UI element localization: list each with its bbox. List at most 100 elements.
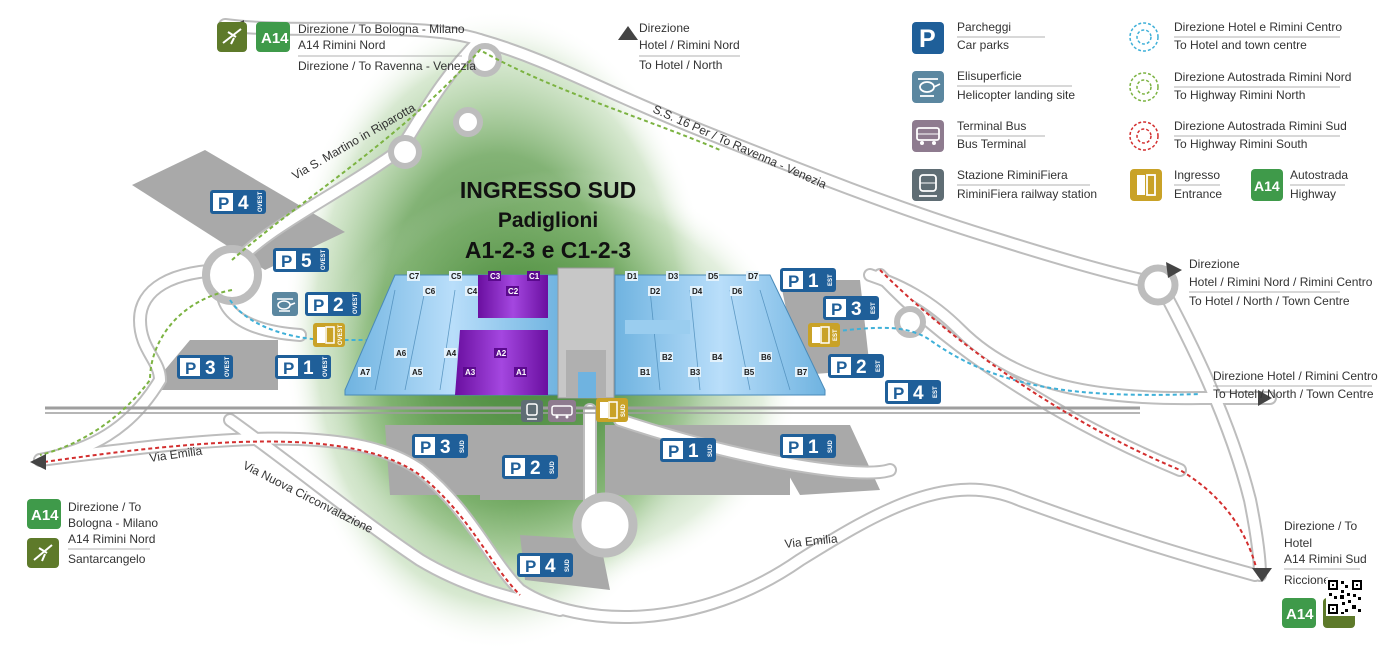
svg-text:P: P (893, 384, 904, 403)
svg-text:OVEST: OVEST (321, 249, 327, 270)
svg-text:Direzione Hotel e Rimini Centr: Direzione Hotel e Rimini Centro (1174, 20, 1342, 34)
dir-bottom-right-line3: A14 Rimini Sud (1284, 552, 1367, 566)
hall-label-d5: D5 (708, 272, 719, 281)
dir-bottom-left-line2: Bologna - Milano (68, 516, 158, 530)
arrow-bottom-right-icon (1252, 568, 1272, 582)
hall-label-d2: D2 (650, 287, 661, 296)
hall-label-c5: C5 (451, 272, 462, 281)
parking-icon (912, 22, 944, 54)
svg-text:OVEST: OVEST (338, 324, 344, 345)
legend-route-north: Direzione Autostrada Rimini Nord To High… (1129, 70, 1351, 102)
svg-text:Parcheggi: Parcheggi (957, 20, 1011, 34)
dir-bottom-left-line3: A14 Rimini Nord (68, 532, 155, 546)
legend-entrance: Ingresso Entrance (1130, 168, 1222, 201)
legend-bus: Terminal Bus Bus Terminal (912, 119, 1045, 152)
dir-bottom-right-line1: Direzione / To (1284, 519, 1357, 533)
svg-text:Highway: Highway (1290, 187, 1336, 201)
svg-text:SUD: SUD (708, 444, 714, 457)
svg-text:5: 5 (301, 251, 312, 272)
hall-label-d4: D4 (692, 287, 703, 296)
svg-text:Car parks: Car parks (957, 38, 1009, 52)
hero-line-2: Padiglioni (498, 209, 598, 232)
parking-sign-p2-est: P 2 EST (828, 354, 884, 378)
hall-east-block (614, 274, 826, 396)
svg-text:P: P (185, 359, 196, 378)
dir-right-upper-line2: Hotel / Rimini Nord / Rimini Centro (1189, 275, 1373, 289)
hall-label-a7: A7 (360, 368, 371, 377)
route-hotel-icon (1129, 22, 1159, 52)
hall-label-a5: A5 (412, 368, 423, 377)
svg-text:P: P (919, 25, 936, 53)
dir-bottom-right-line2: Hotel (1284, 536, 1312, 550)
svg-text:3: 3 (851, 299, 862, 320)
highway-icon (1251, 169, 1283, 201)
hall-label-d6: D6 (732, 287, 743, 296)
svg-text:P: P (788, 272, 799, 291)
arrow-bottom-left-icon (30, 454, 46, 470)
arrow-right-middle-icon (1258, 390, 1272, 406)
svg-text:SUD: SUD (621, 404, 627, 417)
svg-text:EST: EST (833, 329, 839, 341)
svg-text:A14: A14 (31, 507, 59, 524)
parking-sign-p3-ovest: P 3 OVEST (177, 355, 233, 379)
route-south-line (43, 269, 1259, 596)
exhibition-halls (344, 267, 826, 399)
direction-bottom-right: Direzione / To Hotel A14 Rimini Sud Ricc… (1282, 519, 1367, 628)
parking-sign-p3-sud: P 3 SUD (412, 434, 468, 458)
svg-text:Terminal Bus: Terminal Bus (957, 119, 1026, 133)
hall-label-b1: B1 (640, 368, 651, 377)
svg-text:P: P (510, 459, 521, 478)
svg-text:Stazione RiminiFiera: Stazione RiminiFiera (957, 168, 1068, 182)
svg-text:A14: A14 (1254, 178, 1280, 194)
svg-text:To Highway Rimini South: To Highway Rimini South (1174, 137, 1307, 151)
svg-text:Ingresso: Ingresso (1174, 168, 1220, 182)
entrance-icon (1130, 169, 1162, 201)
legend-highway: A14 Autostrada Highway (1251, 168, 1348, 201)
svg-text:SUD: SUD (460, 440, 466, 453)
qr-code-icon (1326, 578, 1364, 616)
svg-text:P: P (313, 296, 324, 315)
road-label-via-emilia-south: Via Emilia (784, 531, 839, 551)
svg-text:P: P (831, 300, 842, 319)
railway-line (45, 406, 1140, 414)
parking-sign-p4-est: P 4 EST (885, 380, 941, 404)
direction-bottom-left: A14 Direzione / To Bologna - Milano A14 … (27, 499, 158, 568)
helicopter-icon (912, 71, 944, 103)
route-north-icon (1129, 72, 1159, 102)
hall-label-a4: A4 (446, 349, 457, 358)
dir-top-left-line2: A14 Rimini Nord (298, 38, 385, 52)
hero-line-3: A1-2-3 e C1-2-3 (465, 237, 631, 263)
svg-text:RiminiFiera railway station: RiminiFiera railway station (957, 187, 1097, 201)
svg-text:SUD: SUD (565, 559, 571, 572)
parking-sign-p1-sud-b: P 1 SUD (780, 434, 836, 458)
legend-rail: Stazione RiminiFiera RiminiFiera railway… (912, 168, 1097, 201)
svg-text:EST: EST (876, 360, 882, 372)
hall-label-c7: C7 (409, 272, 420, 281)
svg-text:OVEST: OVEST (353, 293, 359, 314)
entrance-sud-icon: SUD (596, 398, 628, 422)
svg-text:1: 1 (303, 358, 314, 379)
direction-top-center: Direzione Hotel / Rimini Nord To Hotel /… (639, 21, 740, 72)
svg-text:4: 4 (238, 193, 249, 214)
svg-text:1: 1 (808, 271, 819, 292)
svg-text:P: P (836, 358, 847, 377)
dir-right-middle-line1: Direzione Hotel / Rimini Centro (1213, 369, 1378, 383)
dir-top-center-line1: Direzione (639, 21, 690, 35)
svg-text:2: 2 (856, 357, 867, 378)
svg-text:EST: EST (871, 302, 877, 314)
legend-route-hotel: Direzione Hotel e Rimini Centro To Hotel… (1129, 20, 1342, 52)
map-facility-icons: OVEST EST SUD (272, 292, 840, 422)
dir-bottom-left-line4: Santarcangelo (68, 552, 146, 566)
svg-text:Elisuperficie: Elisuperficie (957, 69, 1022, 83)
svg-text:1: 1 (688, 441, 699, 462)
route-north-line (39, 48, 721, 456)
arrow-top-center-icon (618, 26, 638, 40)
svg-text:EST: EST (828, 274, 834, 286)
parking-sign-p3-est: P 3 EST (823, 296, 879, 320)
connector-bar (625, 320, 690, 334)
svg-text:OVEST: OVEST (258, 191, 264, 212)
svg-text:Direzione Autostrada Rimini Su: Direzione Autostrada Rimini Sud (1174, 119, 1347, 133)
svg-text:P: P (420, 438, 431, 457)
svg-text:Helicopter landing site: Helicopter landing site (957, 88, 1075, 102)
dir-top-left-line3: Direzione / To Ravenna - Venezia (298, 59, 476, 73)
